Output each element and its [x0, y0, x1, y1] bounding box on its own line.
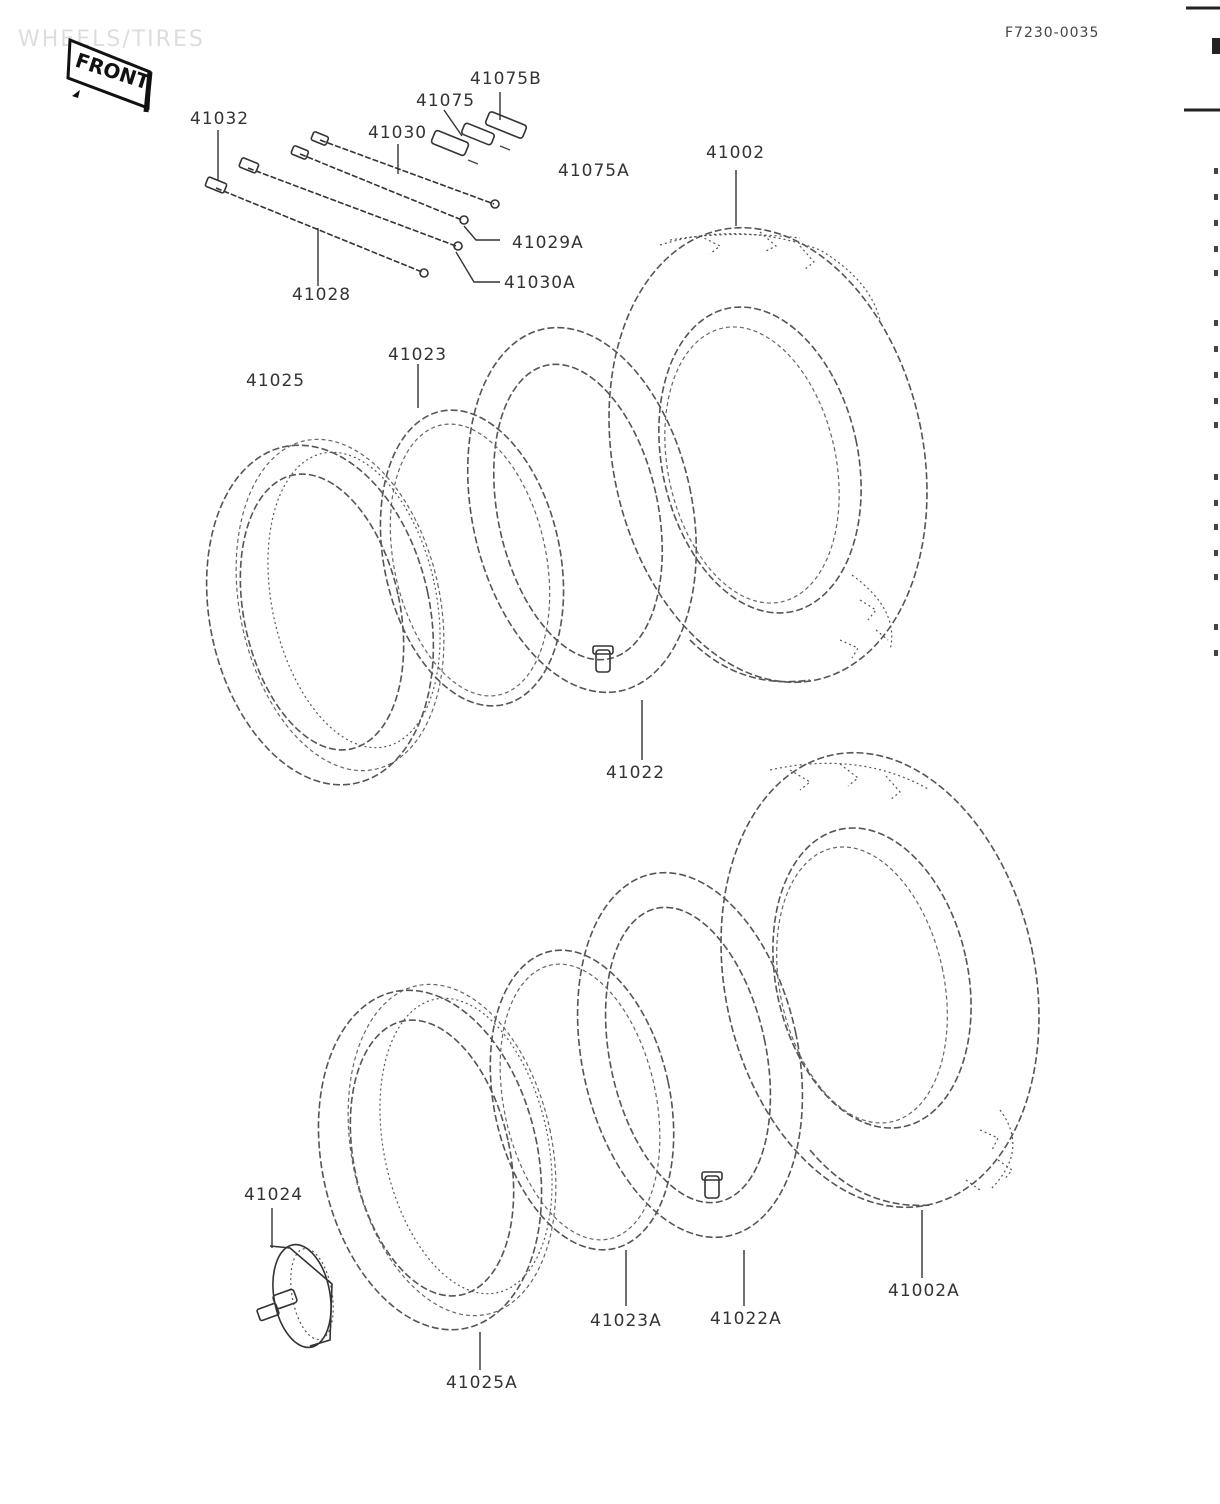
label-41075: 41075	[416, 91, 475, 111]
label-41025a: 41025A	[446, 1373, 518, 1393]
rear-tire	[720, 751, 1040, 1209]
label-41025: 41025	[246, 371, 305, 391]
label-41075b: 41075B	[470, 69, 542, 89]
front-rim-band	[379, 364, 565, 707]
section-title: WHEELS/TIRES	[18, 27, 205, 52]
valve-hub-part	[256, 1208, 334, 1349]
label-41002: 41002	[706, 143, 765, 163]
label-41002a: 41002A	[888, 1281, 960, 1301]
front-tube	[466, 326, 698, 760]
label-41030a: 41030A	[504, 273, 576, 293]
label-41023: 41023	[388, 345, 447, 365]
front-rim	[205, 438, 445, 786]
label-41024: 41024	[244, 1185, 303, 1205]
label-41030: 41030	[368, 123, 427, 143]
rear-tube	[576, 871, 804, 1306]
page-edge-marks	[1184, 6, 1220, 656]
label-41023a: 41023A	[590, 1311, 662, 1331]
rear-rim-band	[489, 949, 675, 1306]
label-41029a: 41029A	[512, 233, 584, 253]
label-41022a: 41022A	[710, 1309, 782, 1329]
label-41022: 41022	[606, 763, 665, 783]
rear-rim	[317, 983, 557, 1370]
part-labels: 41032 41075B 41075 41030 41075A 41002 41…	[190, 69, 960, 1393]
label-41075a: 41075A	[558, 161, 630, 181]
label-41028: 41028	[292, 285, 351, 305]
front-tire	[608, 226, 928, 684]
label-41032: 41032	[190, 109, 249, 129]
diagram-code: F7230-0035	[1005, 25, 1099, 41]
spoke-group	[204, 92, 528, 286]
